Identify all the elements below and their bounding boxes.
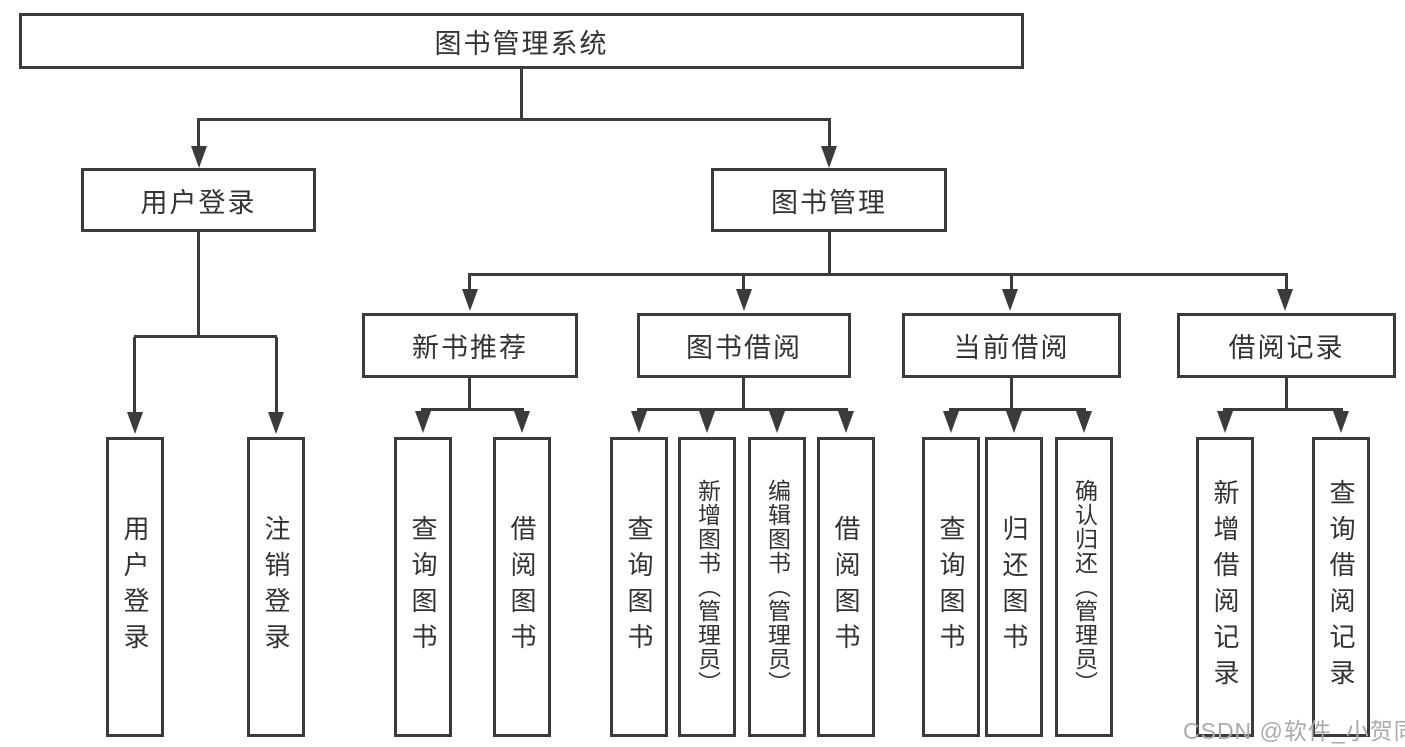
leaf-label: 查询图书 (408, 515, 438, 659)
node-book-borrowing: 图书借阅 (637, 313, 851, 378)
connector-shaft (133, 337, 136, 413)
connector-borrowing-stub (742, 377, 745, 408)
watermark-text: CSDN @软件_小贺同学 (1183, 718, 1405, 744)
arrowhead (1217, 411, 1233, 433)
leaf-label: 新增图书（管理员） (694, 479, 721, 695)
arrowhead (1333, 411, 1349, 433)
arrowhead (699, 411, 715, 433)
connector-user-login-bar (134, 335, 277, 338)
leaf-query-books-recommend: 查询图书 (394, 437, 452, 737)
arrowhead (838, 411, 854, 433)
connector-leaf-bar (637, 408, 848, 411)
leaf-label: 归还图书 (999, 515, 1029, 659)
arrowhead (1006, 411, 1022, 433)
leaf-label: 注销登录 (261, 515, 291, 659)
arrowhead (631, 411, 647, 433)
connector-shaft (468, 275, 471, 290)
connector-current-stub (1010, 377, 1013, 408)
node-label: 图书管理 (771, 187, 887, 218)
leaf-confirm-return-admin: 确认归还（管理员） (1055, 437, 1113, 737)
arrowhead (821, 146, 837, 168)
connector-new-book-stub (468, 377, 471, 408)
connector-book-mgmt-stub (828, 232, 831, 275)
connector-shaft (1285, 275, 1288, 290)
node-label: 图书借阅 (686, 333, 802, 363)
connector-leaf-bar (421, 408, 524, 411)
leaf-label: 确认归还（管理员） (1071, 479, 1098, 695)
connector-shaft (197, 120, 200, 147)
leaf-logout: 注销登录 (247, 437, 305, 737)
arrowhead (268, 412, 284, 434)
arrowhead (1076, 411, 1092, 433)
leaf-add-borrow-record: 新增借阅记录 (1196, 437, 1254, 737)
arrowhead (514, 411, 530, 433)
arrowhead (415, 411, 431, 433)
arrowhead (1277, 289, 1293, 311)
arrowhead (462, 289, 478, 311)
leaf-query-books-current: 查询图书 (922, 437, 980, 737)
arrowhead (736, 289, 752, 311)
connector-leaf-bar (949, 408, 1086, 411)
node-label: 当前借阅 (953, 333, 1070, 363)
arrowhead (943, 411, 959, 433)
node-current-borrowing: 当前借阅 (902, 313, 1121, 378)
leaf-borrow-books-borrowing: 借阅图书 (817, 437, 875, 737)
connector-shaft (828, 120, 831, 147)
leaf-label: 查询图书 (936, 515, 966, 659)
leaf-query-books-borrowing: 查询图书 (610, 437, 668, 737)
leaf-label: 新增借阅记录 (1210, 479, 1240, 695)
leaf-edit-books-admin: 编辑图书（管理员） (748, 437, 806, 737)
node-label: 新书推荐 (412, 333, 528, 363)
connector-user-login-stub (197, 232, 200, 337)
node-new-book-recommend: 新书推荐 (362, 313, 578, 378)
node-label: 借阅记录 (1228, 333, 1345, 363)
leaf-label: 查询图书 (624, 515, 654, 659)
connector-leaf-bar (1223, 408, 1343, 411)
arrowhead (127, 412, 143, 434)
node-book-management: 图书管理 (711, 168, 947, 232)
leaf-query-borrow-record: 查询借阅记录 (1312, 437, 1370, 737)
leaf-label: 借阅图书 (831, 515, 861, 659)
node-library-system: 图书管理系统 (19, 13, 1024, 69)
leaf-label: 编辑图书（管理员） (764, 479, 791, 695)
node-label: 用户登录 (140, 187, 257, 218)
connector-level2-bar (197, 118, 831, 121)
connector-records-stub (1285, 377, 1288, 408)
leaf-return-books: 归还图书 (985, 437, 1043, 737)
node-label: 图书管理系统 (434, 28, 609, 59)
connector-shaft (275, 337, 278, 413)
leaf-user-login: 用户登录 (106, 437, 164, 737)
node-user-login: 用户登录 (81, 168, 316, 232)
leaf-add-books-admin: 新增图书（管理员） (678, 437, 736, 737)
node-borrowing-records: 借阅记录 (1177, 313, 1396, 378)
arrowhead (769, 411, 785, 433)
connector-shaft (742, 275, 745, 290)
leaf-label: 查询借阅记录 (1326, 479, 1356, 695)
arrowhead (1002, 289, 1018, 311)
leaf-borrow-books-recommend: 借阅图书 (493, 437, 551, 737)
arrowhead (191, 146, 207, 168)
connector-level3-bar (468, 273, 1288, 276)
leaf-label: 借阅图书 (507, 515, 537, 659)
leaf-label: 用户登录 (120, 515, 150, 659)
connector-root-stub (520, 69, 523, 121)
connector-shaft (1010, 275, 1013, 290)
